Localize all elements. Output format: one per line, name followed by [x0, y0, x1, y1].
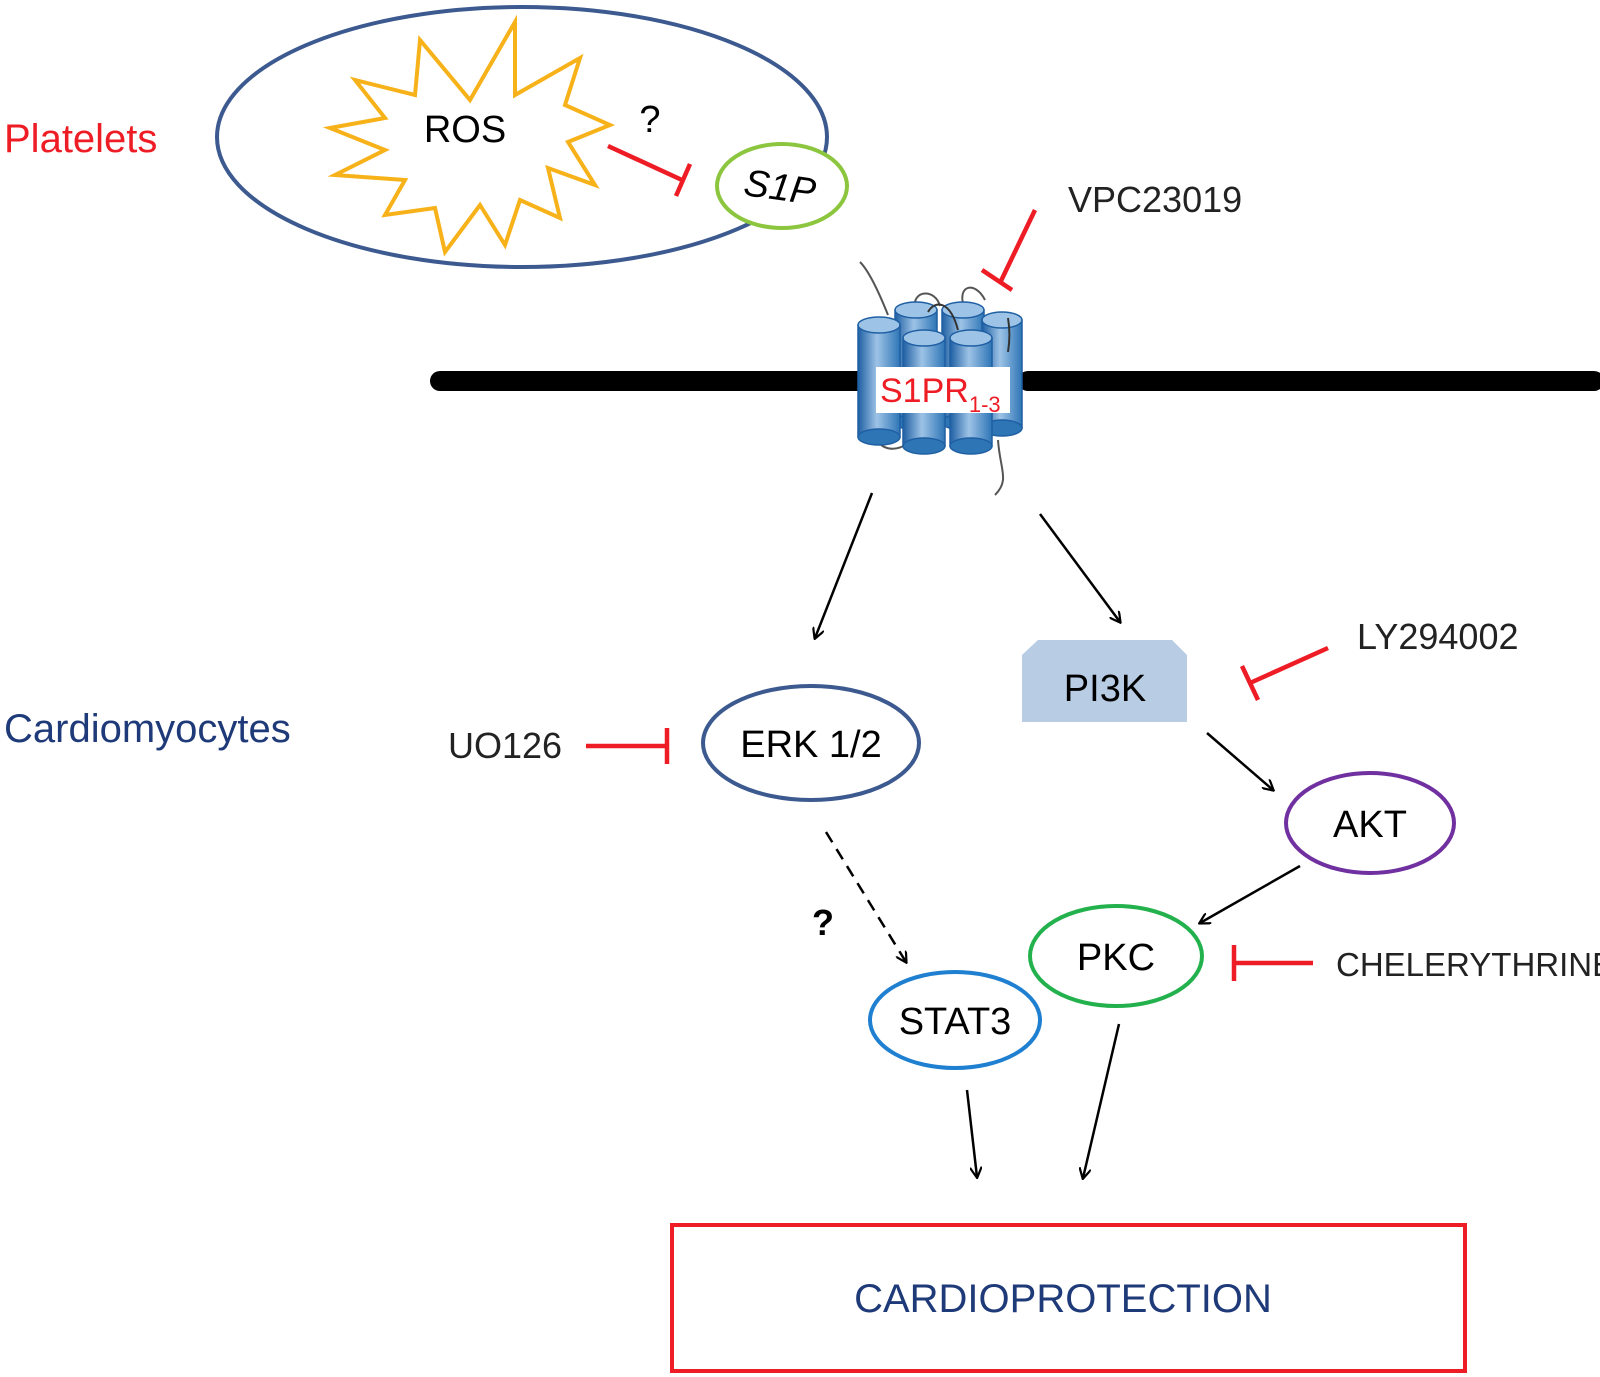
cardioprotection-box [670, 1223, 1467, 1373]
arrow-receptor-to-erk [815, 492, 874, 638]
platelet-cell [215, 5, 829, 269]
s1p-label: S1P [741, 162, 819, 214]
pi3k-node [1022, 640, 1187, 722]
erk-node [701, 684, 921, 802]
ros-label: ROS [424, 109, 506, 151]
ros-s1p-inhibition-line [607, 143, 683, 183]
ly294002-inhibition-bar [1239, 665, 1261, 701]
arrow-pkc-to-cardioprotection [1083, 1023, 1121, 1178]
cardioprotection-label: CARDIOPROTECTION [854, 1277, 1272, 1321]
s1p-node [715, 142, 849, 230]
s1pr-receptor-subscript: 1-3 [969, 392, 1001, 417]
ly294002-label: LY294002 [1357, 616, 1519, 657]
uo126-label: UO126 [448, 725, 562, 766]
ly294002-inhibition-line [1249, 645, 1329, 686]
stat3-label: STAT3 [899, 1001, 1012, 1043]
pkc-label: PKC [1077, 937, 1155, 979]
platelets-label: Platelets [4, 117, 157, 161]
erk-label: ERK 1/2 [740, 724, 882, 766]
chelerythrine-label: CHELERYTHRINE [1336, 946, 1600, 983]
ros-starburst [322, 14, 616, 257]
ros-s1p-inhibition-bar [673, 163, 693, 197]
pi3k-label: PI3K [1064, 668, 1146, 710]
s1pr-receptor-icon [857, 261, 1023, 496]
arrow-pi3k-to-akt [1206, 732, 1273, 790]
erk-stat3-question-mark: ? [812, 902, 834, 943]
pkc-node [1028, 904, 1204, 1008]
s1pr-receptor-main: S1PR [880, 372, 969, 410]
cardiomyocytes-label: Cardiomyocytes [4, 707, 291, 751]
vpc23019-inhibition-line [997, 209, 1038, 284]
s1pr-receptor-label: S1PR1-3 [880, 372, 1001, 417]
arrow-receptor-to-pi3k [1038, 513, 1120, 622]
arrow-stat3-to-cardioprotection [965, 1089, 977, 1177]
akt-label: AKT [1333, 804, 1407, 846]
arrow-akt-to-pkc [1200, 864, 1301, 923]
vpc23019-inhibition-bar [980, 268, 1014, 292]
ros-s1p-question-mark: ? [639, 99, 660, 141]
vpc23019-label: VPC23019 [1068, 179, 1242, 220]
akt-node [1284, 771, 1456, 875]
arrow-erk-to-stat3-dashed [824, 831, 906, 962]
stat3-node [868, 970, 1042, 1070]
